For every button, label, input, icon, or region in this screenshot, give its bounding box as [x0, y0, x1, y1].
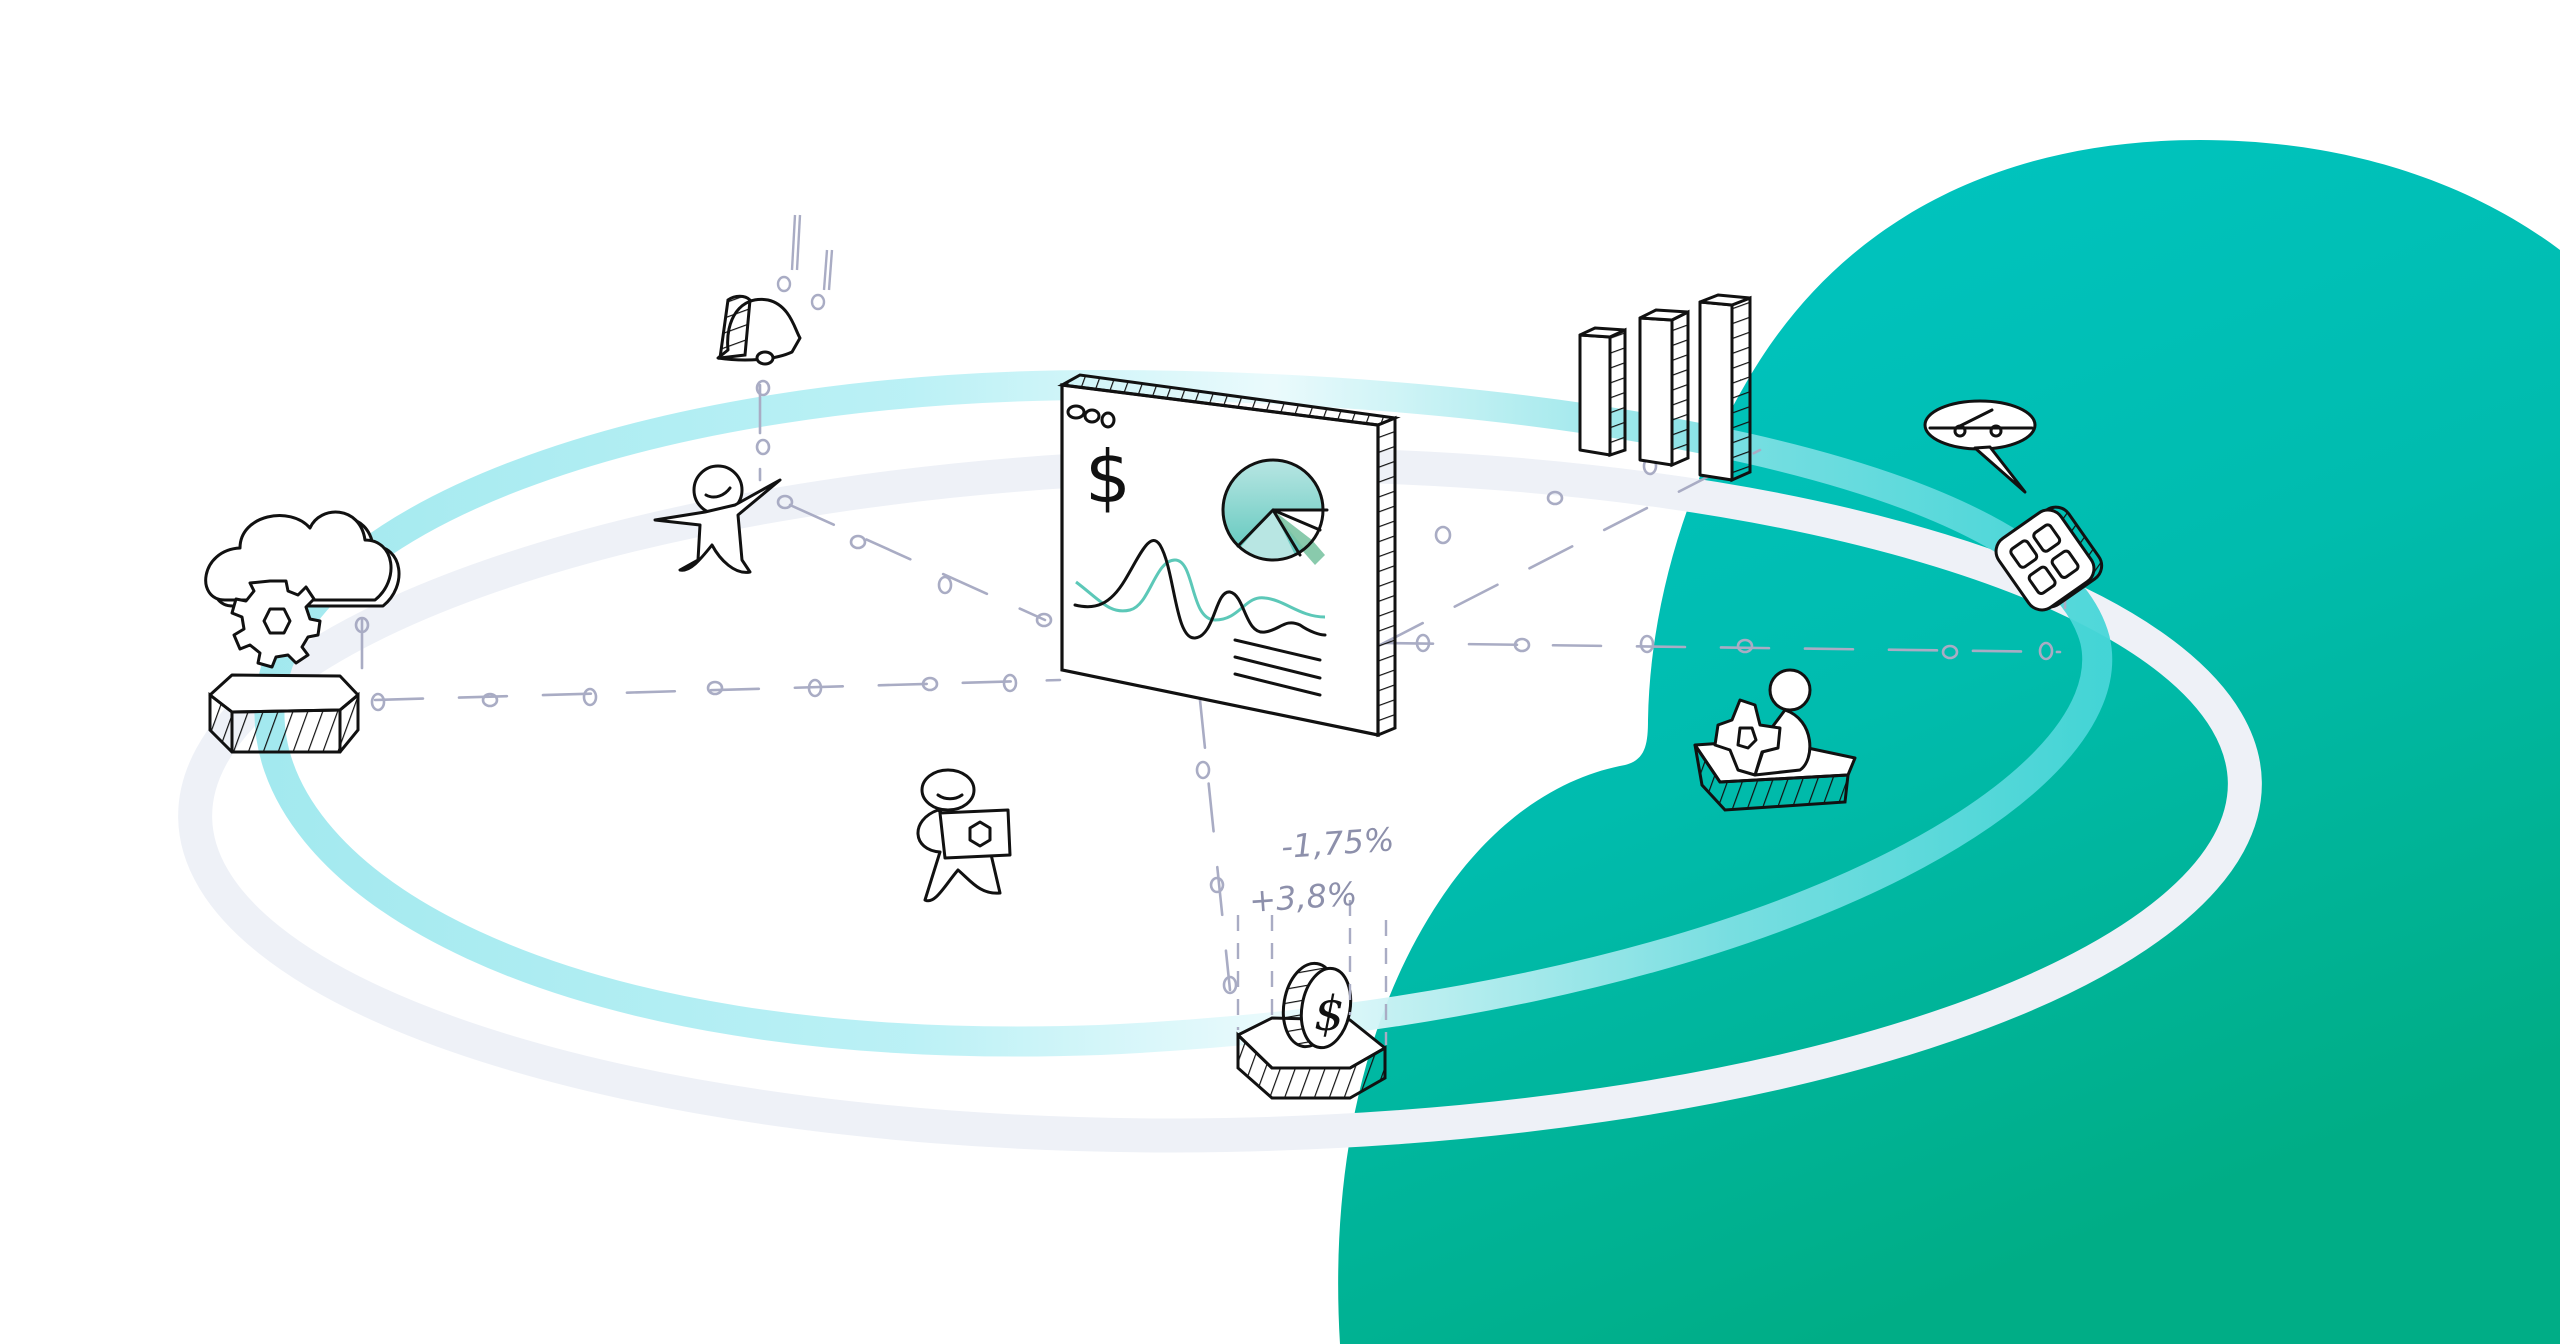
bell-icon	[716, 214, 834, 366]
coin-currency-symbol: $	[1314, 986, 1345, 1042]
network-connectors	[354, 379, 2067, 995]
app-grid-icon	[1994, 505, 2104, 612]
person-with-laptop	[916, 768, 1012, 903]
person-with-gear	[1693, 668, 1857, 812]
pie-chart	[1221, 458, 1329, 565]
bar-chart-icon	[1578, 293, 1752, 483]
annotation-change-negative: -1,75%	[1280, 820, 1396, 866]
teal-blob-background	[1338, 140, 2560, 1344]
annotation-change-positive: +3,8%	[1248, 875, 1358, 920]
chat-bubble-icon	[1923, 399, 2037, 494]
dashboard-window: $	[1057, 373, 1401, 738]
cloud-gear-icon	[204, 510, 401, 754]
person-waving	[653, 464, 782, 574]
dashboard-currency-symbol: $	[1085, 435, 1131, 519]
coin-icon: $	[1236, 900, 1388, 1100]
